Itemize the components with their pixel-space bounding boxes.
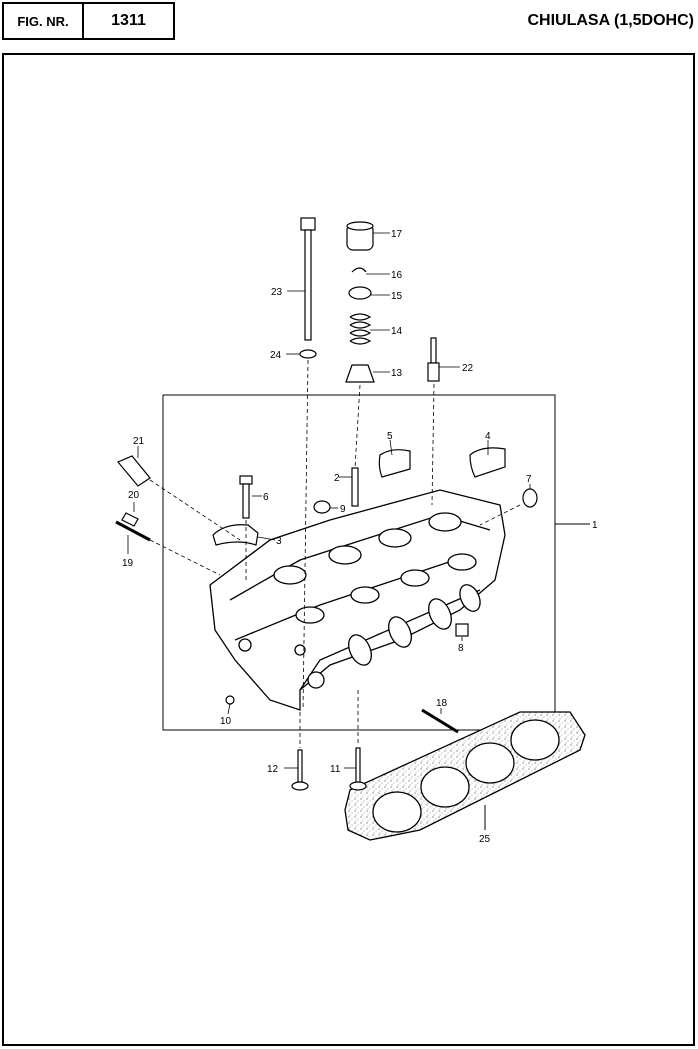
- callout-12: 12: [267, 764, 279, 775]
- spark-plug-22: [427, 337, 440, 382]
- stud-18: [421, 708, 459, 734]
- cam-cap-3: [212, 524, 259, 546]
- callout-labels: 1 2 3 4 5 6 7 8 9 10 11 12 13 14 15 16 1…: [122, 229, 598, 845]
- valve-11: [349, 747, 367, 791]
- pin-10: [225, 695, 235, 705]
- callout-19: 19: [122, 558, 134, 569]
- callout-15: 15: [391, 291, 403, 302]
- valve-train-parts: [345, 221, 375, 383]
- bolt-6: [239, 475, 253, 519]
- callout-10: 10: [220, 716, 232, 727]
- callout-20: 20: [128, 490, 140, 501]
- valve-seal-13: [345, 364, 375, 383]
- callout-22: 22: [462, 363, 474, 374]
- figure-label: FIG. NR.: [4, 4, 84, 38]
- cam-cap-4: [469, 447, 506, 478]
- callout-9: 9: [340, 504, 346, 515]
- callout-6: 6: [263, 492, 269, 503]
- callout-11: 11: [330, 764, 341, 775]
- figure-number: 1311: [111, 12, 146, 29]
- callout-2: 2: [334, 473, 340, 484]
- callout-3: 3: [276, 536, 282, 547]
- spring-14: [349, 313, 372, 345]
- callout-1: 1: [592, 520, 598, 531]
- callout-5: 5: [387, 431, 393, 442]
- washer-24: [299, 349, 317, 359]
- sensor-21: [117, 455, 151, 487]
- head-gasket: [344, 711, 586, 841]
- callout-25: 25: [479, 834, 491, 845]
- callout-8: 8: [458, 643, 464, 654]
- leader-lines: [127, 232, 531, 769]
- stud-19: [115, 520, 151, 542]
- cam-cap-5: [378, 449, 411, 478]
- plug-7: [522, 488, 538, 508]
- alignment-lines: [149, 359, 521, 748]
- callout-24: 24: [270, 350, 282, 361]
- callout-17: 17: [391, 229, 403, 240]
- callout-23: 23: [271, 287, 283, 298]
- callout-14: 14: [391, 326, 403, 337]
- callout-13: 13: [391, 368, 403, 379]
- callout-21: 21: [133, 436, 145, 447]
- cylinder-head: [209, 489, 506, 711]
- head-bolt-23: [300, 217, 316, 341]
- nut-8: [455, 623, 469, 637]
- callout-4: 4: [485, 431, 491, 442]
- callout-18: 18: [436, 698, 448, 709]
- dowel-2: [351, 467, 359, 507]
- collet-16: [351, 267, 367, 273]
- nut-9: [313, 500, 331, 514]
- valve-12: [291, 749, 309, 791]
- callout-16: 16: [391, 270, 403, 281]
- retainer-15: [348, 286, 372, 300]
- sensor-20: [121, 512, 139, 527]
- page-title: CHIULASA (1,5DOHC): [527, 12, 694, 29]
- diagram-frame: [2, 53, 695, 1046]
- figure-number-box: FIG. NR. 1311: [2, 2, 175, 40]
- callout-7: 7: [526, 474, 532, 485]
